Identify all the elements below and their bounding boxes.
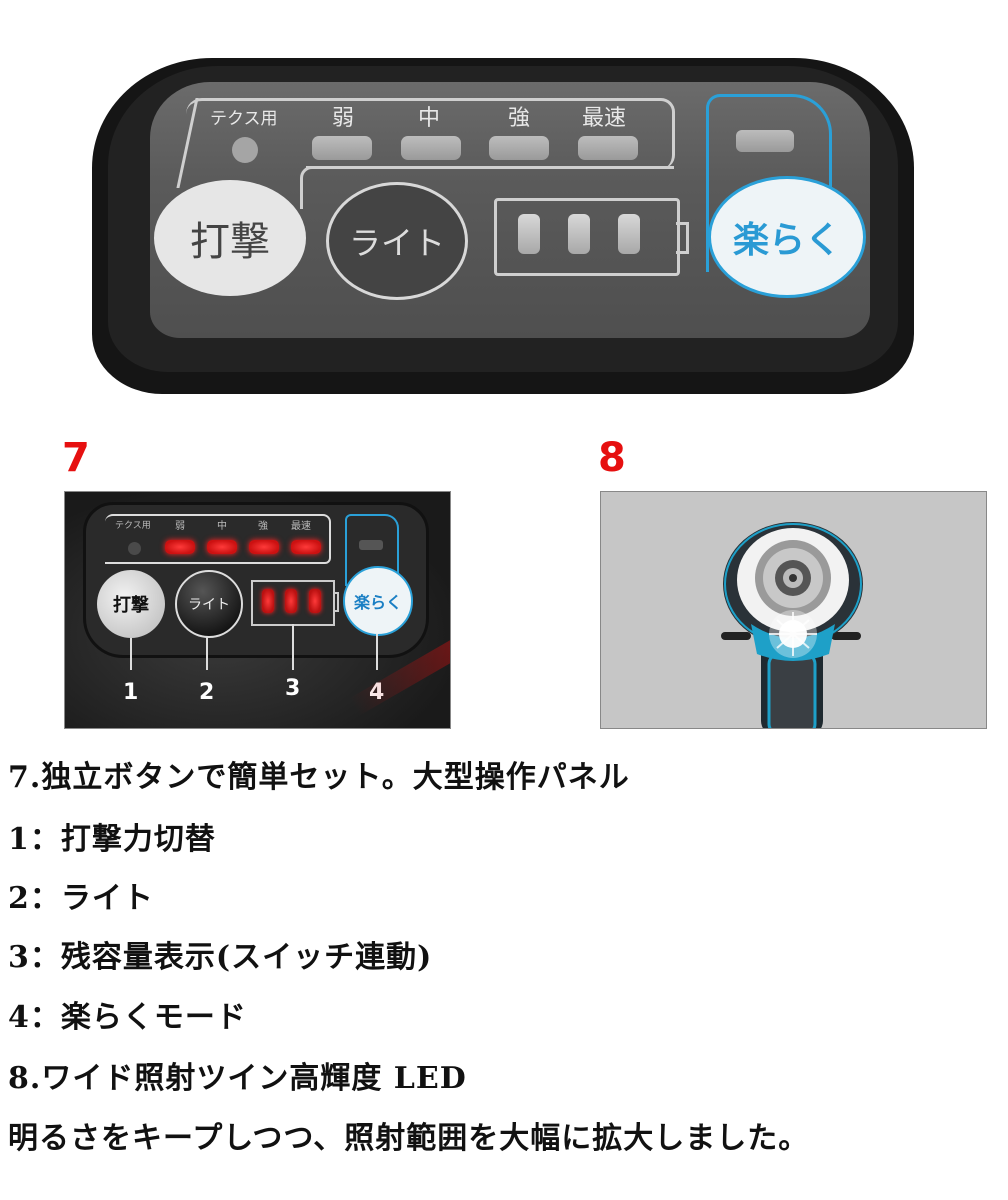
feature-7-heading: 7.独立ボタンで簡単セット。大型操作パネル	[8, 760, 630, 795]
fig7-impact-label: 打撃	[113, 595, 149, 616]
feature-8-heading: 8.ワイド照射ツイン高輝度 LED	[8, 1061, 467, 1096]
light-button[interactable]: ライト	[326, 182, 468, 300]
mode-frame-corner	[300, 166, 319, 209]
feature-7-item-2: 2：ライト	[8, 881, 154, 916]
battery-cell-1	[518, 214, 540, 254]
fig7-tex-led	[128, 542, 141, 555]
fig7-easy-mode-button: 楽らく	[343, 566, 413, 636]
fig7-battery-cell-3	[309, 589, 321, 613]
battery-tip	[676, 222, 689, 254]
fig7-strong-led	[249, 540, 279, 554]
fig7-mode-label-tex: テクス用	[115, 521, 151, 531]
battery-cell-2	[568, 214, 590, 254]
weak-indicator-led	[312, 136, 372, 160]
easy-mode-indicator-led	[736, 130, 794, 152]
callout-line-4	[376, 634, 378, 670]
mode-frame	[186, 98, 675, 169]
callout-2: 2	[199, 680, 215, 705]
fig7-mode-label-weak: 弱	[175, 521, 185, 532]
feature-7-item-3: 3：残容量表示(スイッチ連動)	[8, 940, 433, 975]
callout-3: 3	[285, 676, 301, 701]
callout-line-2	[206, 636, 208, 670]
figure-8-led-photo	[600, 491, 987, 729]
impact-button-label: 打撃	[190, 219, 270, 265]
impact-driver-front-illustration	[721, 522, 863, 728]
fig7-easy-mode-label: 楽らく	[353, 593, 402, 612]
easy-mode-button-label: 楽らく	[732, 220, 841, 261]
fig7-easy-mode-frame	[345, 514, 399, 586]
tex-indicator-led	[232, 137, 258, 163]
easy-mode-frame	[706, 94, 832, 272]
feature-7-item-1: 1：打撃力切替	[8, 822, 216, 857]
fig7-battery-tip	[333, 592, 339, 612]
fig7-medium-led	[207, 540, 237, 554]
callout-1: 1	[123, 680, 139, 705]
mode-label-strong: 強	[508, 106, 531, 131]
mode-label-tex: テクス用	[210, 109, 278, 129]
fig7-light-button: ライト	[175, 570, 243, 638]
mode-label-medium: 中	[418, 106, 441, 131]
feature-8-description: 明るさをキープしつつ、照射範囲を大幅に拡大しました。	[8, 1121, 810, 1156]
battery-indicator	[494, 198, 680, 276]
figure-8-number: 8	[598, 435, 626, 481]
fig7-weak-led	[165, 540, 195, 554]
fig7-mode-label-strong: 強	[258, 521, 268, 532]
fig7-impact-button: 打撃	[97, 570, 165, 638]
medium-indicator-led	[401, 136, 461, 160]
light-button-label: ライト	[348, 224, 445, 262]
fig7-mode-label-medium: 中	[217, 521, 227, 532]
mode-frame-bottom	[306, 166, 674, 169]
fig7-battery-cell-1	[262, 589, 274, 613]
fig7-fastest-led	[291, 540, 321, 554]
callout-line-3	[292, 624, 294, 670]
mode-label-weak: 弱	[332, 106, 355, 131]
impact-button[interactable]: 打撃	[154, 180, 306, 296]
fig7-mode-frame	[105, 514, 331, 564]
fig7-battery-cell-2	[285, 589, 297, 613]
easy-mode-button[interactable]: 楽らく	[708, 176, 866, 298]
strong-indicator-led	[489, 136, 549, 160]
figure-7-number: 7	[62, 435, 90, 481]
feature-7-item-4: 4：楽らくモード	[8, 1000, 247, 1035]
mode-label-fastest: 最速	[582, 106, 627, 131]
fastest-indicator-led	[578, 136, 638, 160]
battery-cell-3	[618, 214, 640, 254]
fig7-light-label: ライト	[188, 597, 230, 613]
callout-line-1	[130, 638, 132, 670]
figure-7-panel-photo: テクス用 弱 中 強 最速 打撃 ライト 楽らく 1 2 3 4	[64, 491, 451, 729]
fig7-mode-label-fastest: 最速	[291, 521, 311, 532]
fig7-easy-mode-led	[359, 540, 383, 550]
